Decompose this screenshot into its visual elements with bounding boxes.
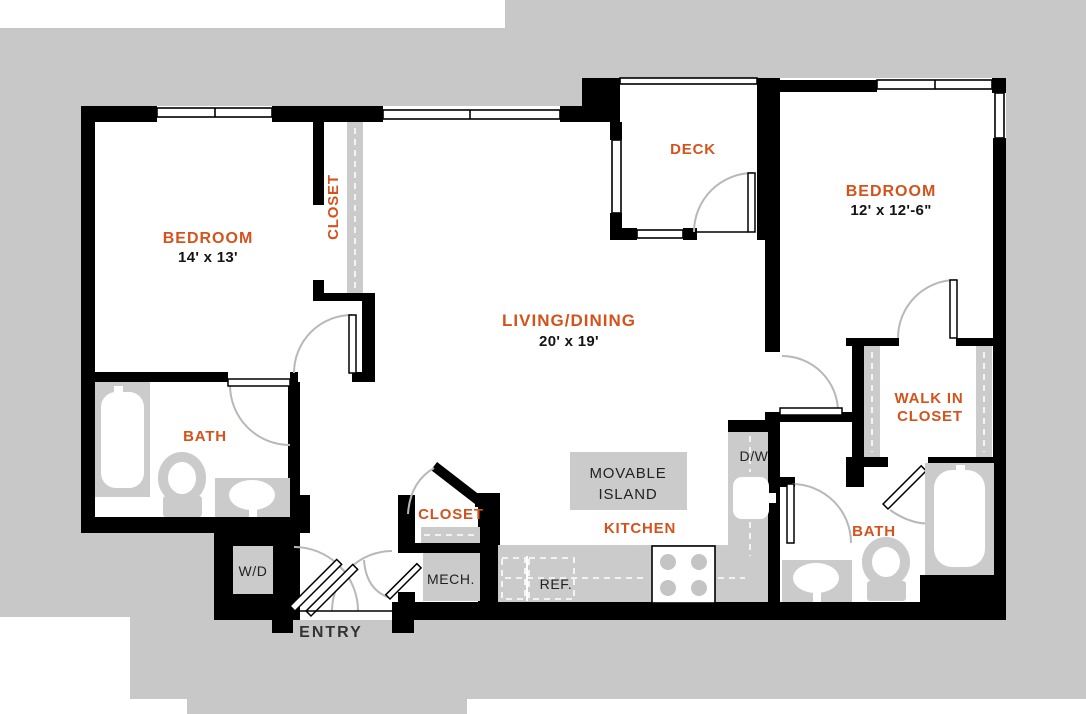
bedroom1-dims: 14' x 13' (178, 249, 238, 266)
living-dining-dims: 20' x 19' (539, 333, 599, 350)
entry-doors (288, 546, 393, 618)
kitchen-fixtures (498, 432, 776, 604)
bath2-door (786, 483, 852, 544)
bedroom1-label: BEDROOM (163, 230, 254, 247)
deck-top-rail (619, 77, 758, 85)
bedroom2-label: BEDROOM (846, 183, 937, 200)
bath2-fixtures (782, 463, 994, 602)
deck-side-window (611, 139, 622, 214)
walk-in-closet-rod-left (864, 346, 880, 457)
mech-box (423, 553, 480, 601)
movable-island-line1: MOVABLE (589, 465, 666, 482)
sink-2 (782, 560, 852, 602)
washer-dryer-label: W/D (238, 563, 267, 579)
living-window (382, 109, 561, 120)
walk-in-closet-rod-right (976, 346, 992, 457)
deck-bottom-window (636, 229, 684, 239)
bathtub-2 (925, 463, 994, 575)
bedroom2-side-window (994, 92, 1005, 139)
windows (156, 77, 1005, 239)
bath2-label: BATH (852, 523, 896, 540)
mech-door (363, 559, 423, 601)
toilet-1 (158, 452, 206, 517)
bedroom1-closet-rod (347, 122, 363, 293)
bedroom1-closet-label: CLOSET (325, 174, 342, 240)
washer-dryer-box (233, 546, 273, 594)
labels: BEDROOM 14' x 13' CLOSET LIVING/DINING 2… (163, 141, 964, 641)
living-dining-label: LIVING/DINING (502, 311, 636, 330)
doors (227, 172, 958, 618)
toilet-2 (862, 537, 910, 601)
bedroom2-top-window (876, 79, 993, 90)
mech-label: MECH. (427, 571, 475, 587)
bedroom2-dims: 12' x 12'-6" (850, 202, 931, 219)
bedroom2-door (779, 355, 843, 416)
kitchen-sink (733, 477, 776, 519)
entry-closet-door (407, 467, 435, 515)
movable-island-line2: ISLAND (599, 486, 658, 503)
dw-label: D/W (739, 448, 768, 464)
walk-in-closet-door (897, 279, 958, 339)
deck-label: DECK (670, 141, 716, 158)
bath1-fixtures (95, 382, 290, 517)
entry-closet-rod (421, 527, 480, 543)
bedroom1-window (156, 107, 273, 118)
bedroom1-door (293, 314, 357, 374)
kitchen-label: KITCHEN (604, 520, 676, 537)
entry-closet-label: CLOSET (418, 506, 484, 523)
bath1-label: BATH (183, 428, 227, 445)
movable-island (570, 452, 687, 510)
entry-label: ENTRY (299, 624, 363, 641)
sink-1 (215, 478, 290, 517)
ref-label: REF. (540, 576, 573, 592)
deck-door (693, 172, 756, 233)
closet-shelves (347, 122, 992, 543)
bath1-door (227, 378, 291, 446)
stove (651, 545, 716, 604)
bathtub-1 (95, 382, 150, 497)
walk-in-closet-label-line1: WALK IN (895, 390, 964, 407)
appliance-boxes (233, 546, 480, 601)
walk-in-closet-label-line2: CLOSET (897, 408, 963, 425)
